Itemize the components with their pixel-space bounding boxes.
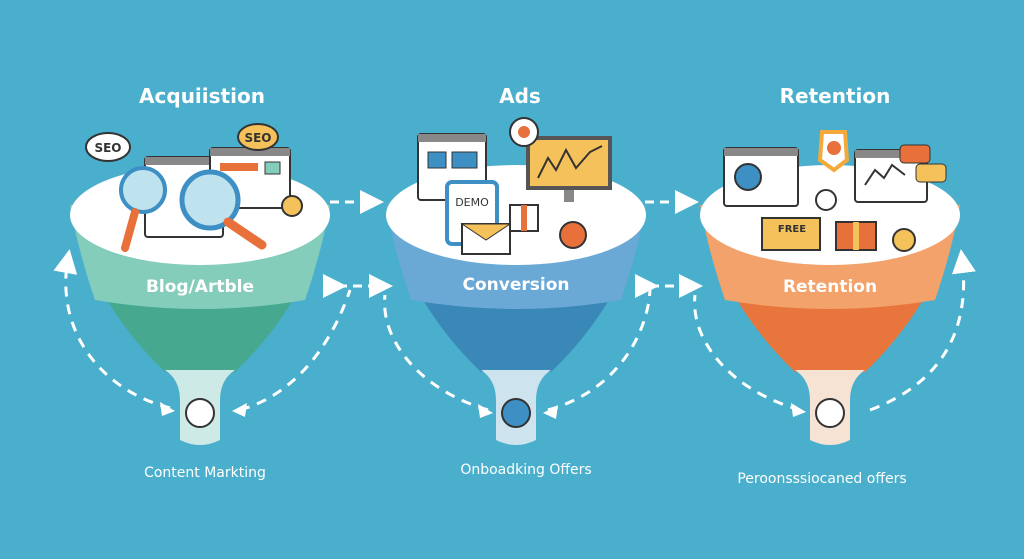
- funnel-3-caption: Peroonsssiocaned offers: [737, 471, 907, 487]
- funnel-3-title: Retention: [779, 84, 891, 108]
- people-icon: [734, 163, 762, 191]
- seo-label: SEO: [94, 141, 121, 155]
- trend-line: [537, 145, 603, 179]
- lightbulb-icon: [185, 398, 215, 428]
- seo-speech-bubble-icon: [85, 132, 131, 162]
- demo-label: DEMO: [455, 196, 489, 209]
- funnel-1-band-label: Blog/Artble: [145, 277, 255, 297]
- loop-arrow-2-left: [383, 294, 489, 412]
- magnifying-glass-icon: [119, 166, 167, 214]
- loop-arrow-3-left: [693, 294, 801, 412]
- funnel-1: [70, 165, 330, 445]
- funnel-3-band-label: Retention: [782, 277, 878, 297]
- connectors: [323, 190, 703, 298]
- loop-arrowheads: [160, 402, 806, 419]
- funnel-2-band-label: Conversion: [462, 275, 570, 295]
- icon-clusters: SEO SEO DEMO FREE: [85, 117, 947, 255]
- monitor-stand: [564, 190, 574, 202]
- gift-ribbon: [853, 222, 859, 250]
- arrowhead: [478, 404, 493, 418]
- funnel-1-title: Acquiistion: [139, 84, 265, 108]
- loop-arrow-2-right: [547, 289, 652, 412]
- banner-bar: [220, 163, 258, 171]
- funnel-2-caption: Onboadking Offers: [460, 462, 592, 478]
- profile-image-icon: [427, 151, 447, 169]
- arrowhead: [232, 403, 247, 417]
- funnel-1-caption: Content Markting: [144, 465, 266, 481]
- support-user-icon: [815, 189, 837, 211]
- loop-arrows: [53, 249, 976, 412]
- chat-bubble-icon: [915, 163, 947, 183]
- monitor-titlebar: [855, 150, 927, 158]
- lock-icon: [892, 228, 916, 252]
- arrowhead: [791, 403, 806, 417]
- arrowhead: [160, 402, 175, 416]
- loop-arrow-1-right: [239, 289, 352, 412]
- magnifier-handle: [223, 217, 267, 250]
- trend-line: [864, 163, 906, 186]
- zoom-in-icon: [281, 195, 303, 217]
- magnifying-glass-icon: [179, 169, 241, 231]
- eye-pupil: [518, 126, 530, 138]
- monitor-titlebar: [145, 157, 223, 165]
- target-icon: [559, 221, 587, 249]
- envelope-icon: [761, 217, 821, 251]
- checklist-shield-icon: [815, 398, 845, 428]
- seo-label: SEO: [244, 131, 271, 145]
- gift-ribbon: [521, 205, 527, 231]
- free-label: FREE: [778, 224, 806, 235]
- user-icon: [501, 398, 531, 428]
- monitor-titlebar: [724, 148, 798, 156]
- shield-user-head: [827, 141, 841, 155]
- loop-arrow-1-left: [53, 249, 171, 410]
- image-placeholder-icon: [264, 161, 281, 175]
- monitor-titlebar: [210, 148, 290, 156]
- loop-arrow-3-right: [869, 249, 976, 412]
- envelope-flap: [460, 223, 512, 241]
- chat-bubble-icon: [899, 144, 931, 164]
- image-placeholder-icon: [451, 151, 478, 169]
- monitor-titlebar: [418, 134, 486, 142]
- seo-speech-bubble-icon: [237, 123, 279, 151]
- arrowhead: [543, 405, 558, 419]
- chart-monitor-icon: [526, 136, 612, 190]
- funnel-2-title: Ads: [499, 84, 541, 108]
- magnifier-handle: [121, 208, 139, 252]
